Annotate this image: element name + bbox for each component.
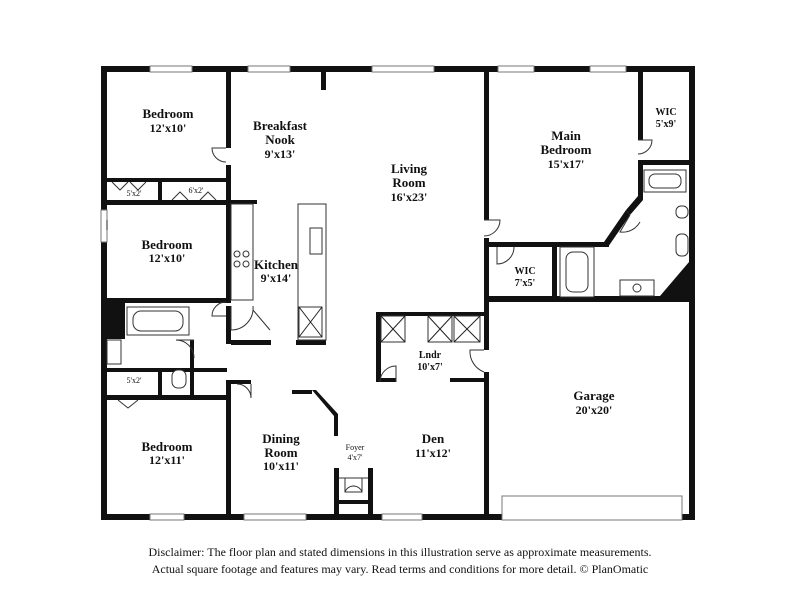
garage-dim: 20'x20' xyxy=(576,403,613,417)
main-bedroom-dim: 15'x17' xyxy=(548,157,585,171)
disclaimer-line-1: Disclaimer: The floor plan and stated di… xyxy=(148,545,652,559)
breakfast-name-1: Breakfast xyxy=(253,118,308,133)
bedroom-top-name: Bedroom xyxy=(142,106,193,121)
foyer-name: Foyer xyxy=(346,443,365,452)
main-bedroom-name-2: Bedroom xyxy=(540,142,591,157)
den-dim: 11'x12' xyxy=(415,446,451,460)
living-name-2: Room xyxy=(392,175,425,190)
disclaimer: Disclaimer: The floor plan and stated di… xyxy=(0,544,800,578)
windows xyxy=(100,65,683,521)
dining-dim: 10'x11' xyxy=(263,459,299,473)
disclaimer-line-2: Actual square footage and features may v… xyxy=(151,562,649,576)
doors xyxy=(111,139,653,493)
living-name-1: Living xyxy=(391,161,428,176)
dining-name-1: Dining xyxy=(262,431,300,446)
wic-mid-dim: 7'x5' xyxy=(515,278,536,289)
kitchen-dim: 9'x14' xyxy=(261,271,292,285)
wic-top-name: WIC xyxy=(655,107,676,118)
interior-walls xyxy=(101,72,689,520)
fixtures xyxy=(106,169,689,389)
foyer-dim: 4'x7' xyxy=(348,453,363,462)
laundry-dim: 10'x7' xyxy=(417,362,443,373)
room-labels: Bedroom 12'x10' Breakfast Nook 9'x13' Li… xyxy=(127,106,677,473)
wic-top-dim: 5'x9' xyxy=(656,119,677,130)
bedroom-top-dim: 12'x10' xyxy=(150,121,187,135)
closet-b-dim: 6'x2' xyxy=(189,186,204,195)
main-bedroom-name-1: Main xyxy=(551,128,581,143)
breakfast-dim: 9'x13' xyxy=(265,147,296,161)
kitchen-name: Kitchen xyxy=(254,257,299,272)
garage-name: Garage xyxy=(573,388,614,403)
bedroom-bottom-dim: 12'x11' xyxy=(149,453,185,467)
dining-name-2: Room xyxy=(264,445,297,460)
closet-a-dim: 5'x2' xyxy=(127,189,142,198)
bedroom-mid-name: Bedroom xyxy=(141,237,192,252)
closet-c-dim: 5'x2' xyxy=(127,376,142,385)
bedroom-bottom-name: Bedroom xyxy=(141,439,192,454)
laundry-name: Lndr xyxy=(419,350,442,361)
bedroom-mid-dim: 12'x10' xyxy=(149,251,186,265)
wic-mid-name: WIC xyxy=(514,266,535,277)
den-name: Den xyxy=(422,431,445,446)
breakfast-name-2: Nook xyxy=(265,132,295,147)
living-dim: 16'x23' xyxy=(391,190,428,204)
